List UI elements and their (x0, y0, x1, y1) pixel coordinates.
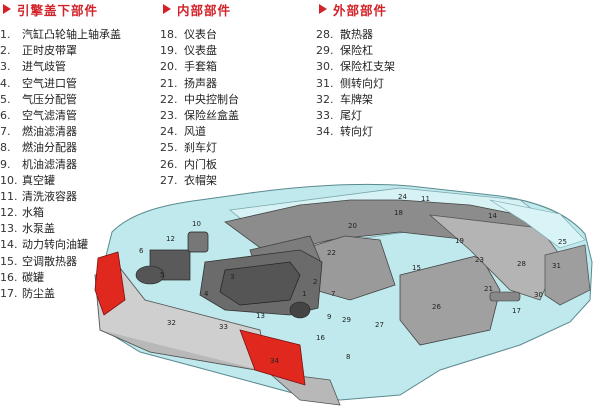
section-header: 内部部件 (160, 0, 239, 18)
list-item: 25.刹车灯 (160, 141, 217, 155)
list-item: 29.保险杠 (316, 44, 373, 58)
callout-3: 3 (230, 273, 234, 281)
callout-24: 24 (398, 193, 407, 201)
callout-30: 30 (534, 291, 543, 299)
list-item: 32.车牌架 (316, 92, 373, 106)
callout-13: 13 (256, 312, 265, 320)
rear-right-structure (544, 244, 591, 306)
callout-9: 9 (327, 313, 331, 321)
callout-19: 19 (455, 237, 464, 245)
list-item: 8.燃油分配器 (0, 141, 77, 155)
list-item: 16.碳罐 (0, 270, 44, 284)
section-header: 引擎盖下部件 (0, 0, 121, 18)
list-item: 28.散热器 (316, 28, 373, 41)
parts-list: 28.散热器 29.保险杠 30.保险杠支架 31.侧转向灯 32.车牌架 33… (316, 27, 395, 140)
callout-11: 11 (421, 195, 430, 203)
callout-20: 20 (348, 222, 357, 230)
callout-31: 31 (552, 262, 561, 270)
list-item: 7.燃油滤清器 (0, 125, 77, 139)
list-item: 26.内门板 (160, 157, 217, 171)
list-item: 13.水泵盖 (0, 222, 55, 236)
list-item: 9.机油滤清器 (0, 157, 77, 171)
callout-2: 2 (313, 278, 317, 286)
section-title: 引擎盖下部件 (17, 2, 99, 18)
callout-7: 7 (331, 290, 335, 298)
list-item: 10.真空罐 (0, 173, 55, 187)
bumper-lower-edge (99, 329, 341, 406)
rear-glass (489, 199, 586, 249)
list-item: 12.水箱 (0, 206, 44, 220)
section-header: 外部部件 (316, 0, 395, 18)
triangle-bullet-icon (3, 4, 11, 14)
parts-list: 18.仪表台 19.仪表盘 20.手套箱 21.扬声器 22.中央控制台 23.… (160, 27, 239, 189)
section-under-hood: 引擎盖下部件 1.汽缸凸轮轴上轴承盖 2.正时皮带罩 3.进气歧管 4.空气进口… (0, 0, 121, 302)
callout-28: 28 (517, 260, 526, 268)
callout-21: 21 (484, 285, 493, 293)
list-item: 34.转向灯 (316, 125, 373, 139)
callout-12: 12 (166, 235, 175, 243)
list-item: 11.清洗液容器 (0, 189, 77, 203)
section-title: 外部部件 (333, 2, 388, 18)
list-item: 19.仪表盘 (160, 44, 217, 58)
callout-29: 29 (342, 316, 351, 324)
list-item: 27.衣帽架 (160, 173, 217, 187)
callout-10: 10 (192, 220, 201, 228)
list-item: 6.空气滤清管 (0, 108, 77, 122)
list-item: 30.保险杠支架 (316, 60, 395, 74)
list-item: 18.仪表台 (160, 28, 217, 41)
callout-27: 27 (375, 321, 384, 329)
filter-canister (289, 301, 311, 319)
list-item: 2.正时皮带罩 (0, 44, 77, 58)
callout-5: 5 (160, 271, 164, 279)
list-item: 3.进气歧管 (0, 60, 66, 74)
list-item: 1.汽缸凸轮轴上轴承盖 (0, 28, 121, 41)
callout-17: 17 (512, 307, 521, 315)
callout-8: 8 (346, 353, 350, 361)
parts-list: 1.汽缸凸轮轴上轴承盖 2.正时皮带罩 3.进气歧管 4.空气进口管 5.气压分… (0, 27, 121, 302)
list-item: 17.防尘盖 (0, 287, 55, 300)
tank-canister (135, 265, 165, 285)
callout-23: 23 (475, 256, 484, 264)
section-interior: 内部部件 18.仪表台 19.仪表盘 20.手套箱 21.扬声器 22.中央控制… (160, 0, 239, 189)
triangle-bullet-icon (319, 4, 327, 14)
left-turn-lamp (94, 251, 126, 316)
callout-33: 33 (219, 323, 228, 331)
callout-labels: 1 2 3 4 5 6 7 8 9 10 11 12 13 14 15 16 1… (139, 193, 567, 365)
callout-14: 14 (488, 212, 497, 220)
callout-22: 22 (327, 249, 336, 257)
list-item: 4.空气进口管 (0, 76, 77, 90)
callout-34: 34 (270, 357, 279, 365)
triangle-bullet-icon (163, 4, 171, 14)
intake-manifold (219, 261, 301, 306)
list-item: 24.风道 (160, 125, 206, 139)
callout-26: 26 (432, 303, 441, 311)
section-title: 内部部件 (177, 2, 232, 18)
callout-25: 25 (558, 238, 567, 246)
exhaust-pipe (489, 291, 521, 302)
list-item: 15.空调散热器 (0, 254, 77, 268)
right-turn-lamp (239, 329, 306, 386)
list-item: 20.手套箱 (160, 60, 217, 74)
callout-32: 32 (167, 319, 176, 327)
list-item: 31.侧转向灯 (316, 76, 384, 90)
callout-15: 15 (412, 264, 421, 272)
list-item: 21.扬声器 (160, 76, 217, 90)
section-exterior: 外部部件 28.散热器 29.保险杠 30.保险杠支架 31.侧转向灯 32.车… (316, 0, 395, 140)
list-item: 5.气压分配管 (0, 92, 77, 106)
callout-16: 16 (316, 334, 325, 342)
callout-18: 18 (394, 209, 403, 217)
list-item: 33.尾灯 (316, 108, 362, 122)
fluid-reservoir (187, 231, 209, 253)
callout-6: 6 (139, 247, 144, 255)
list-item: 14.动力转向油罐 (0, 238, 88, 252)
list-item: 23.保险丝盒盖 (160, 108, 239, 122)
callout-4: 4 (204, 290, 209, 298)
list-item: 22.中央控制台 (160, 92, 239, 106)
callout-1: 1 (302, 290, 306, 298)
